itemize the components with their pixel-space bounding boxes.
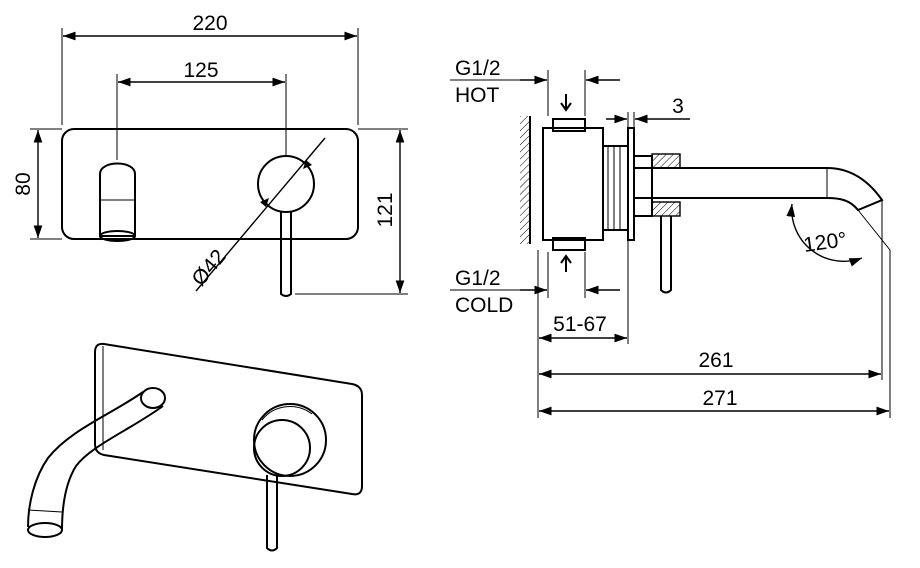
valve-body — [542, 127, 604, 241]
cold-label: COLD — [455, 294, 513, 317]
dim-51-67-label: 51-67 — [553, 313, 607, 336]
front-plate — [61, 128, 359, 240]
perspective-view — [27, 342, 363, 552]
dim-261-label: 261 — [698, 349, 733, 372]
side-handle — [660, 216, 672, 294]
dim-dia-leader — [195, 137, 326, 292]
dim-125-label: 125 — [183, 59, 218, 82]
angle-arc — [786, 203, 863, 267]
dim-angle-label: 120° — [802, 228, 848, 257]
hot-label: HOT — [455, 84, 500, 107]
side-view: G1/2 HOT G1/2 COLD 3 51-67 120° — [450, 57, 891, 418]
dim-dia-label: Ø42 — [187, 245, 230, 290]
front-view: 220 125 80 121 Ø42 — [12, 12, 408, 297]
wall-hatch — [520, 116, 530, 244]
perspective-plate — [94, 342, 363, 496]
spout-nut — [651, 153, 681, 169]
dim-220-label: 220 — [192, 12, 227, 35]
front-handle — [257, 155, 315, 297]
front-spout — [99, 162, 136, 242]
cold-thread-label: G1/2 — [455, 267, 501, 290]
dim-121-label: 121 — [374, 192, 397, 227]
dim-271-label: 271 — [702, 387, 737, 410]
handle-nut — [651, 201, 681, 217]
perspective-spout — [27, 387, 166, 538]
perspective-handle — [253, 403, 327, 552]
hot-thread-label: G1/2 — [455, 57, 501, 80]
dim-80-label: 80 — [12, 172, 35, 195]
dim-3-label: 3 — [672, 95, 684, 118]
